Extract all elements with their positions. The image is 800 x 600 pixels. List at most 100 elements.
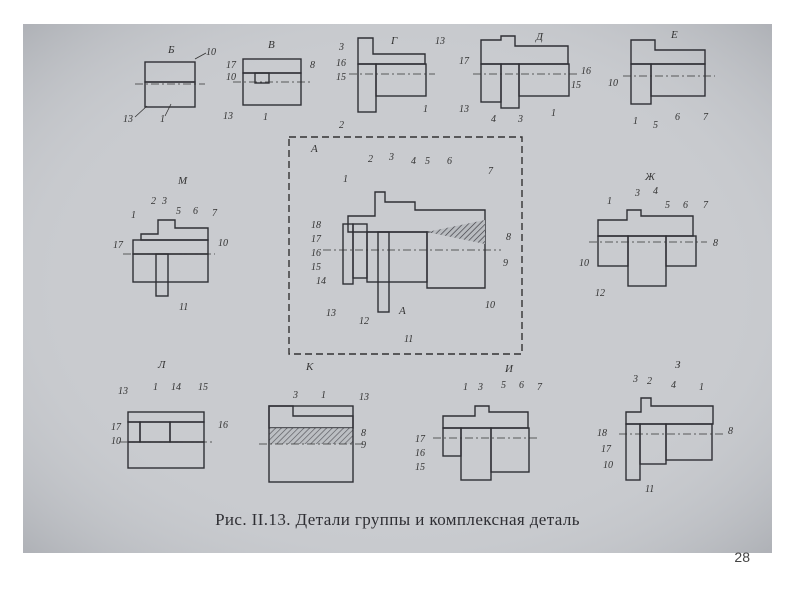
title-b: Б: [167, 44, 175, 56]
callout: 3: [632, 374, 638, 385]
callout: 1: [463, 382, 468, 393]
callout: 6: [683, 200, 688, 211]
title-zh: Ж: [644, 171, 656, 183]
callout: 14: [316, 276, 326, 287]
callout: 8: [361, 428, 366, 439]
complex-part-frame: [288, 136, 523, 355]
callout: 1: [160, 114, 165, 125]
figure-photo: Б 10 13 1 В 17 10 8 13 1 Г 3 16 15: [23, 24, 772, 553]
title-g: Г: [390, 35, 398, 47]
callout: 6: [519, 380, 524, 391]
detail-i: И 1 3 5 6 7 17 16 15: [415, 363, 543, 481]
callout: 12: [359, 316, 369, 327]
callout: 7: [488, 166, 494, 177]
callout: 8: [506, 232, 511, 243]
callout: 1: [423, 104, 428, 115]
callout: 7: [703, 112, 709, 123]
callout: 10: [218, 238, 228, 249]
callout: 8: [310, 60, 315, 71]
detail-zh: Ж 3 4 1 5 6 7 8 10 12: [579, 171, 718, 299]
callout: 15: [336, 72, 346, 83]
callout: 1: [263, 112, 268, 123]
callout: 13: [359, 392, 369, 403]
detail-a: А 2 3 4 5 6 1 7 18 17 16 15 14 8 9 13 12…: [288, 136, 523, 355]
callout: 17: [226, 60, 237, 71]
title-v: В: [268, 39, 275, 51]
callout: 3: [338, 42, 344, 53]
callout: 3: [634, 188, 640, 199]
callout: 11: [645, 484, 654, 495]
detail-m: М 2 3 5 6 7 1 17 10 11: [113, 175, 228, 313]
callout: 10: [603, 460, 613, 471]
callout: 4: [671, 380, 676, 391]
callout: 10: [206, 47, 216, 58]
detail-g: Г 3 16 15 13 2 1: [336, 35, 445, 131]
callout: 16: [218, 420, 228, 431]
callout: 8: [728, 426, 733, 437]
figure-caption: Рис. II.13. Детали группы и комплексная …: [215, 510, 580, 529]
callout: 2: [339, 120, 344, 131]
detail-b: Б 10 13 1: [123, 44, 216, 125]
title-e: Е: [670, 29, 678, 41]
callout: 1: [699, 382, 704, 393]
callout: 4: [491, 114, 496, 125]
callout: 2: [647, 376, 652, 387]
callout: 13: [223, 111, 233, 122]
callout: 16: [581, 66, 591, 77]
callout: 14: [171, 382, 181, 393]
callout: 10: [226, 72, 236, 83]
callout: 15: [571, 80, 581, 91]
callout: 4: [653, 186, 658, 197]
detail-d: Д 17 16 15 13 4 3 1: [459, 31, 591, 125]
callout: 8: [713, 238, 718, 249]
callout: 1: [551, 108, 556, 119]
callout: 7: [537, 382, 543, 393]
callout: 13: [435, 36, 445, 47]
callout: 18: [311, 220, 321, 231]
callout: 17: [459, 56, 470, 67]
callout: 15: [415, 462, 425, 473]
callout: 6: [675, 112, 680, 123]
detail-l: Л 13 1 14 15 17 10 16: [111, 359, 228, 469]
callout: 1: [607, 196, 612, 207]
callout: 7: [212, 208, 218, 219]
callout: 1: [131, 210, 136, 221]
callout: 11: [179, 302, 188, 313]
callout: 13: [123, 114, 133, 125]
callout: 7: [703, 200, 709, 211]
callout: 6: [447, 156, 452, 167]
callout: 13: [326, 308, 336, 319]
callout: 17: [113, 240, 124, 251]
callout: 5: [501, 380, 506, 391]
callout: 1: [321, 390, 326, 401]
title-a: А: [310, 143, 318, 155]
callout: 10: [485, 300, 495, 311]
detail-z: З 3 2 4 1 18 8 17 10 11: [597, 359, 733, 495]
callout: 12: [595, 288, 605, 299]
callout: 10: [111, 436, 121, 447]
callout: 3: [292, 390, 298, 401]
detail-e: Е 10 1 5 6 7: [608, 29, 715, 131]
detail-k: К 3 1 13 8 9: [259, 361, 369, 483]
title-l: Л: [157, 359, 166, 371]
callout: 3: [161, 196, 167, 207]
callout: 13: [118, 386, 128, 397]
callout: 17: [111, 422, 122, 433]
callout: 16: [415, 448, 425, 459]
callout: 9: [361, 440, 366, 451]
callout: 18: [597, 428, 607, 439]
callout: 2: [368, 154, 373, 165]
callout: 17: [601, 444, 612, 455]
callout: 5: [665, 200, 670, 211]
callout: 6: [193, 206, 198, 217]
callout: 1: [633, 116, 638, 127]
title-k: К: [305, 361, 314, 373]
callout: 1: [343, 174, 348, 185]
title-z: З: [675, 359, 681, 371]
slide-number: 28: [734, 549, 750, 565]
callout: 4: [411, 156, 416, 167]
callout: 17: [311, 234, 322, 245]
callout: 5: [653, 120, 658, 131]
callout: 13: [459, 104, 469, 115]
section-mark: А: [398, 305, 406, 317]
